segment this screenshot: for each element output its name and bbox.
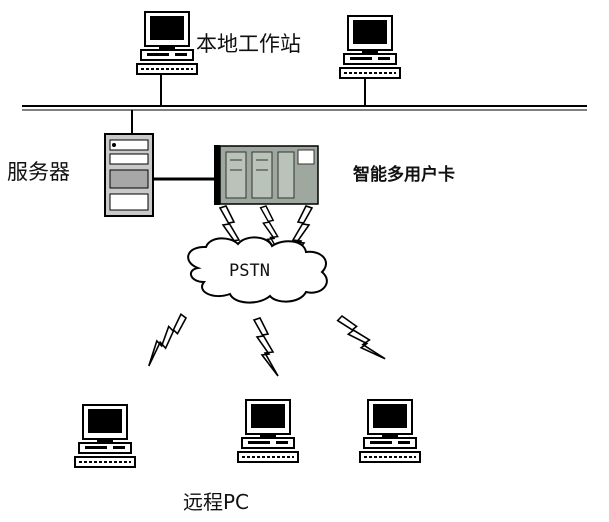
pstn-remote-bolt-1 [135,313,196,366]
smart-multiuser-card-label: 智能多用户卡 [353,160,455,185]
pstn-label: PSTN [229,261,270,281]
smart-multiuser-card-icon [214,145,318,205]
server-icon [105,134,153,216]
remote-pc-label: 远程PC [183,486,249,515]
remote-pc-2-icon [238,400,298,462]
pstn-remote-bolt-2 [254,318,278,376]
local-workstation-1-icon [137,12,197,74]
server-label: 服务器 [7,156,70,186]
local-workstation-2-icon [340,16,400,78]
pstn-remote-bolt-3 [337,308,385,370]
remote-pc-3-icon [360,400,420,462]
local-workstation-label: 本地工作站 [196,28,301,58]
remote-pc-1-icon [75,405,135,467]
